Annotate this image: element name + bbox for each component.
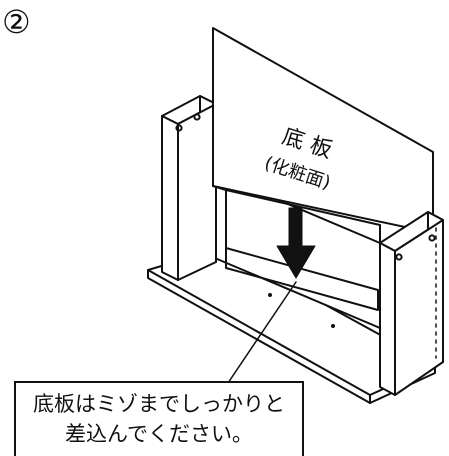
screw-hole <box>428 234 436 242</box>
callout-leader-line <box>227 281 297 384</box>
right-side-panel <box>379 211 444 396</box>
left-side-panel <box>161 95 217 281</box>
instruction-callout: 底板はミゾまでしっかりと 差込んでください。 <box>14 381 304 456</box>
step-number: ② <box>2 3 31 41</box>
callout-line-2: 差込んでください。 <box>65 422 253 446</box>
fastener-dot <box>268 293 272 297</box>
screw-hole <box>175 124 183 132</box>
bottom-board <box>212 27 434 311</box>
down-arrow-icon <box>276 207 316 279</box>
fastener-dot <box>331 324 335 328</box>
screw-hole <box>193 113 201 121</box>
callout-line-1: 底板はミゾまでしっかりと <box>33 392 285 416</box>
screw-hole <box>395 253 403 261</box>
